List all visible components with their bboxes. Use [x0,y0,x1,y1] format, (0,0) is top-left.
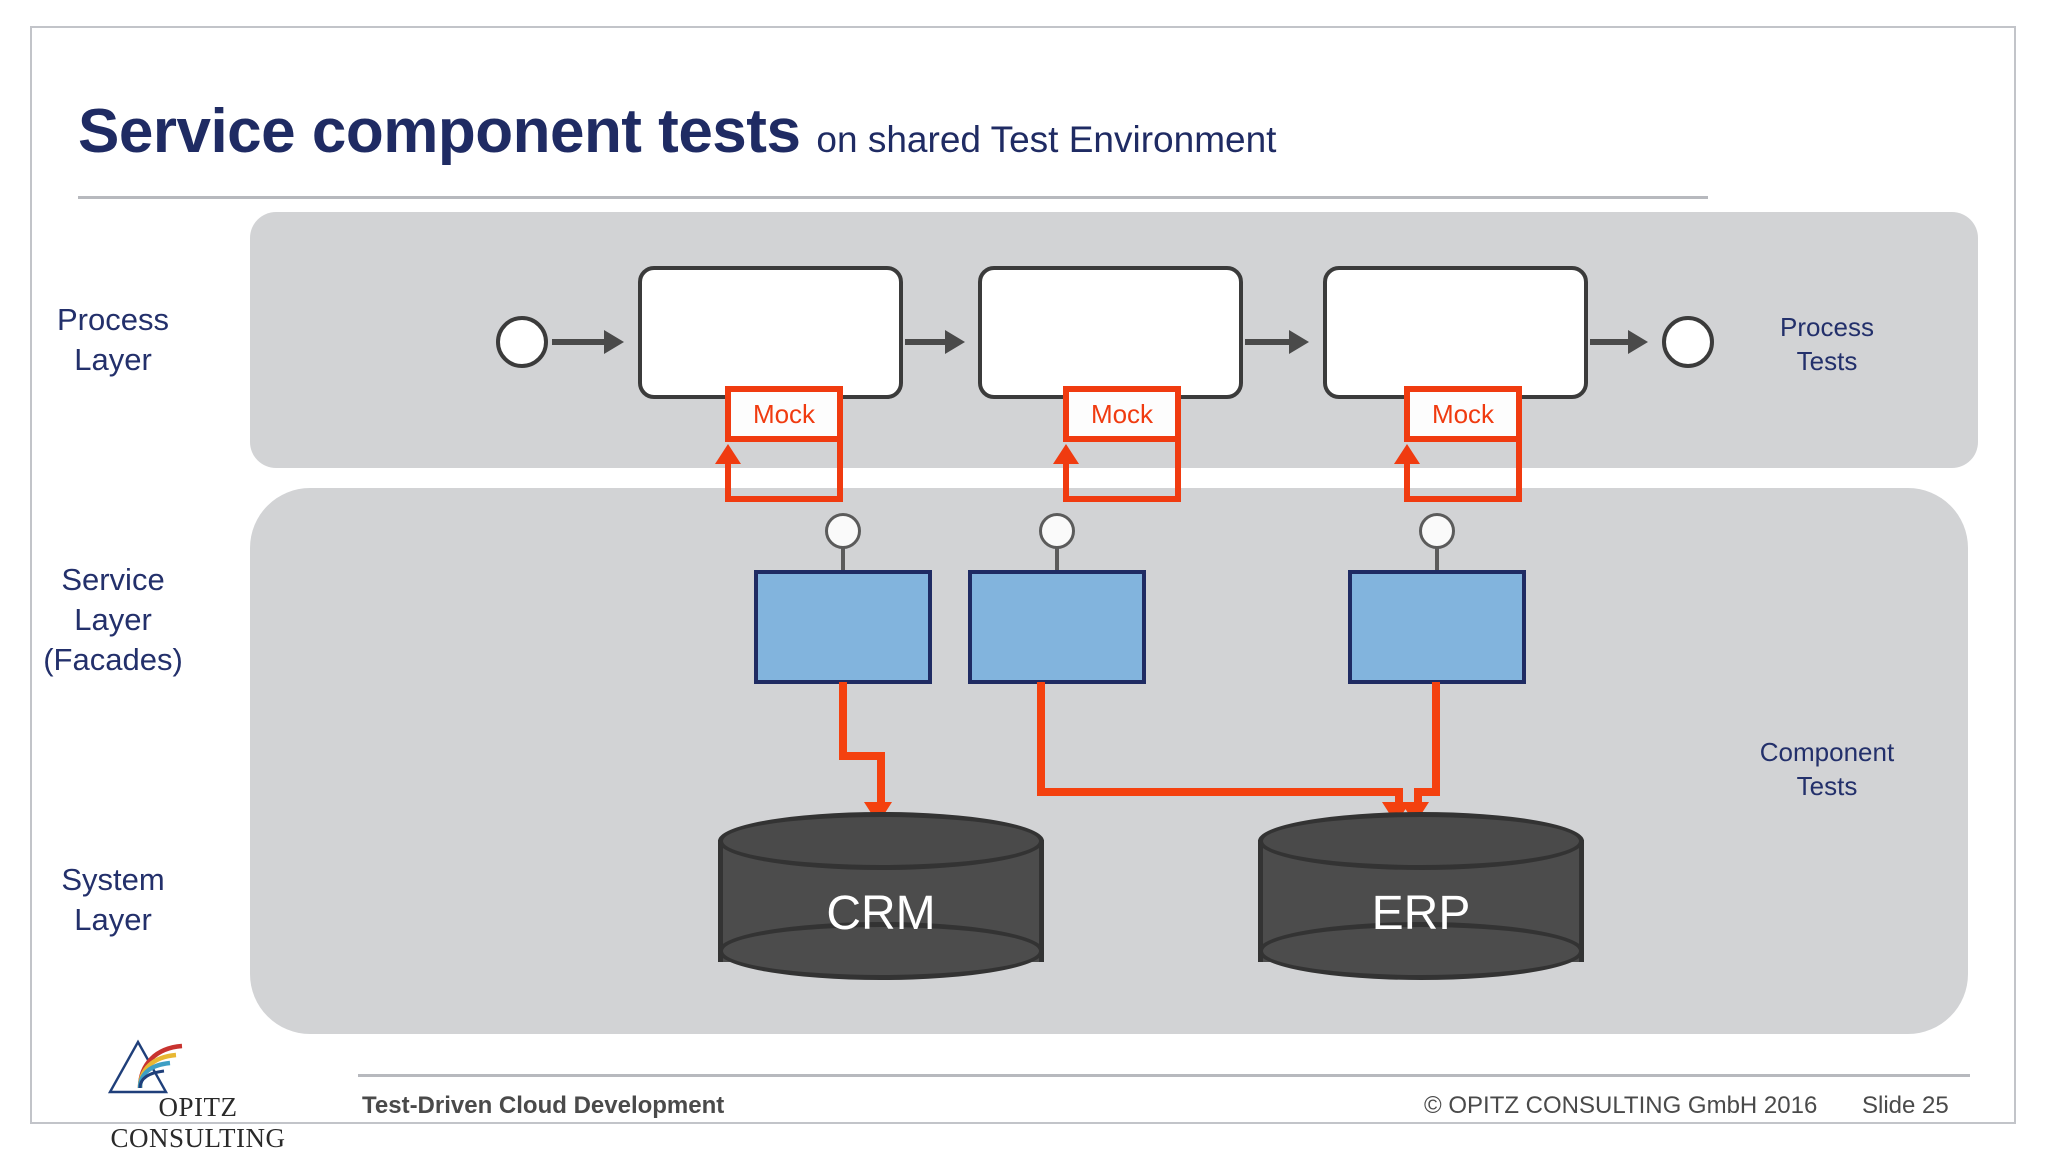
layer-label-service-line2: Layer [74,602,152,637]
layer-label-service-line1: Service [61,562,165,597]
layer-label-service-line3: (Facades) [43,642,183,677]
scope-label-process-tests-line2: Tests [1796,346,1858,376]
page-title: Service component tests on shared Test En… [78,96,1878,176]
title-divider [78,196,1708,199]
bpmn-task-3 [1323,266,1588,399]
lollipop-interface-icon-1 [825,513,861,549]
scope-label-component-tests: Component Tests [1712,735,1942,803]
crm-cylinder-top [718,812,1044,870]
layer-label-system: System Layer [8,860,218,940]
erp-cylinder-top [1258,812,1584,870]
title-main: Service component tests [78,97,801,166]
opitz-logo-wordmark: OPITZ CONSULTING [110,1092,286,1153]
mock-box-2: Mock [1063,386,1181,442]
layer-label-system-line1: System [61,862,165,897]
layer-label-system-line2: Layer [74,902,152,937]
layer-label-service: Service Layer (Facades) [8,560,218,680]
layer-label-process: Process Layer [8,300,218,380]
footer-divider [358,1074,1970,1077]
crm-database: CRM [718,812,1044,980]
layer-label-process-line2: Layer [74,342,152,377]
sequence-flow-arrow-4 [1590,330,1648,354]
interface-stem-1 [841,538,845,570]
crm-database-label: CRM [826,887,936,940]
lollipop-interface-icon-3 [1419,513,1455,549]
interface-stem-3 [1435,538,1439,570]
footer-presentation-title: Test-Driven Cloud Development [362,1092,725,1119]
bpmn-task-1 [638,266,903,399]
erp-database: ERP [1258,812,1584,980]
opitz-consulting-logo: OPITZ CONSULTING [78,1036,318,1153]
erp-database-label: ERP [1371,887,1471,940]
lollipop-interface-icon-2 [1039,513,1075,549]
scope-label-process-tests: Process Tests [1712,310,1942,378]
sequence-flow-arrow-2 [905,330,965,354]
interface-stem-2 [1055,538,1059,570]
mock-box-3: Mock [1404,386,1522,442]
title-subtitle: on shared Test Environment [816,119,1277,160]
facade-box-1 [754,570,932,684]
scope-label-component-tests-line2: Tests [1796,771,1858,801]
bpmn-end-event-icon [1662,316,1714,368]
sequence-flow-arrow-1 [552,330,624,354]
bpmn-start-event-icon [496,316,548,368]
crm-cylinder-bottom [718,922,1044,980]
facade-box-2 [968,570,1146,684]
scope-label-component-tests-line1: Component [1759,737,1895,767]
footer-slide-number: Slide 25 [1862,1092,1949,1119]
opitz-logo-mark-icon [107,1039,183,1094]
facade-box-3 [1348,570,1526,684]
mock-box-1: Mock [725,386,843,442]
scope-label-process-tests-line1: Process [1780,312,1874,342]
layer-label-process-line1: Process [57,302,169,337]
erp-cylinder-bottom [1258,922,1584,980]
bpmn-task-2 [978,266,1243,399]
footer-copyright: © OPITZ CONSULTING GmbH 2016 [1424,1092,1818,1119]
sequence-flow-arrow-3 [1245,330,1309,354]
